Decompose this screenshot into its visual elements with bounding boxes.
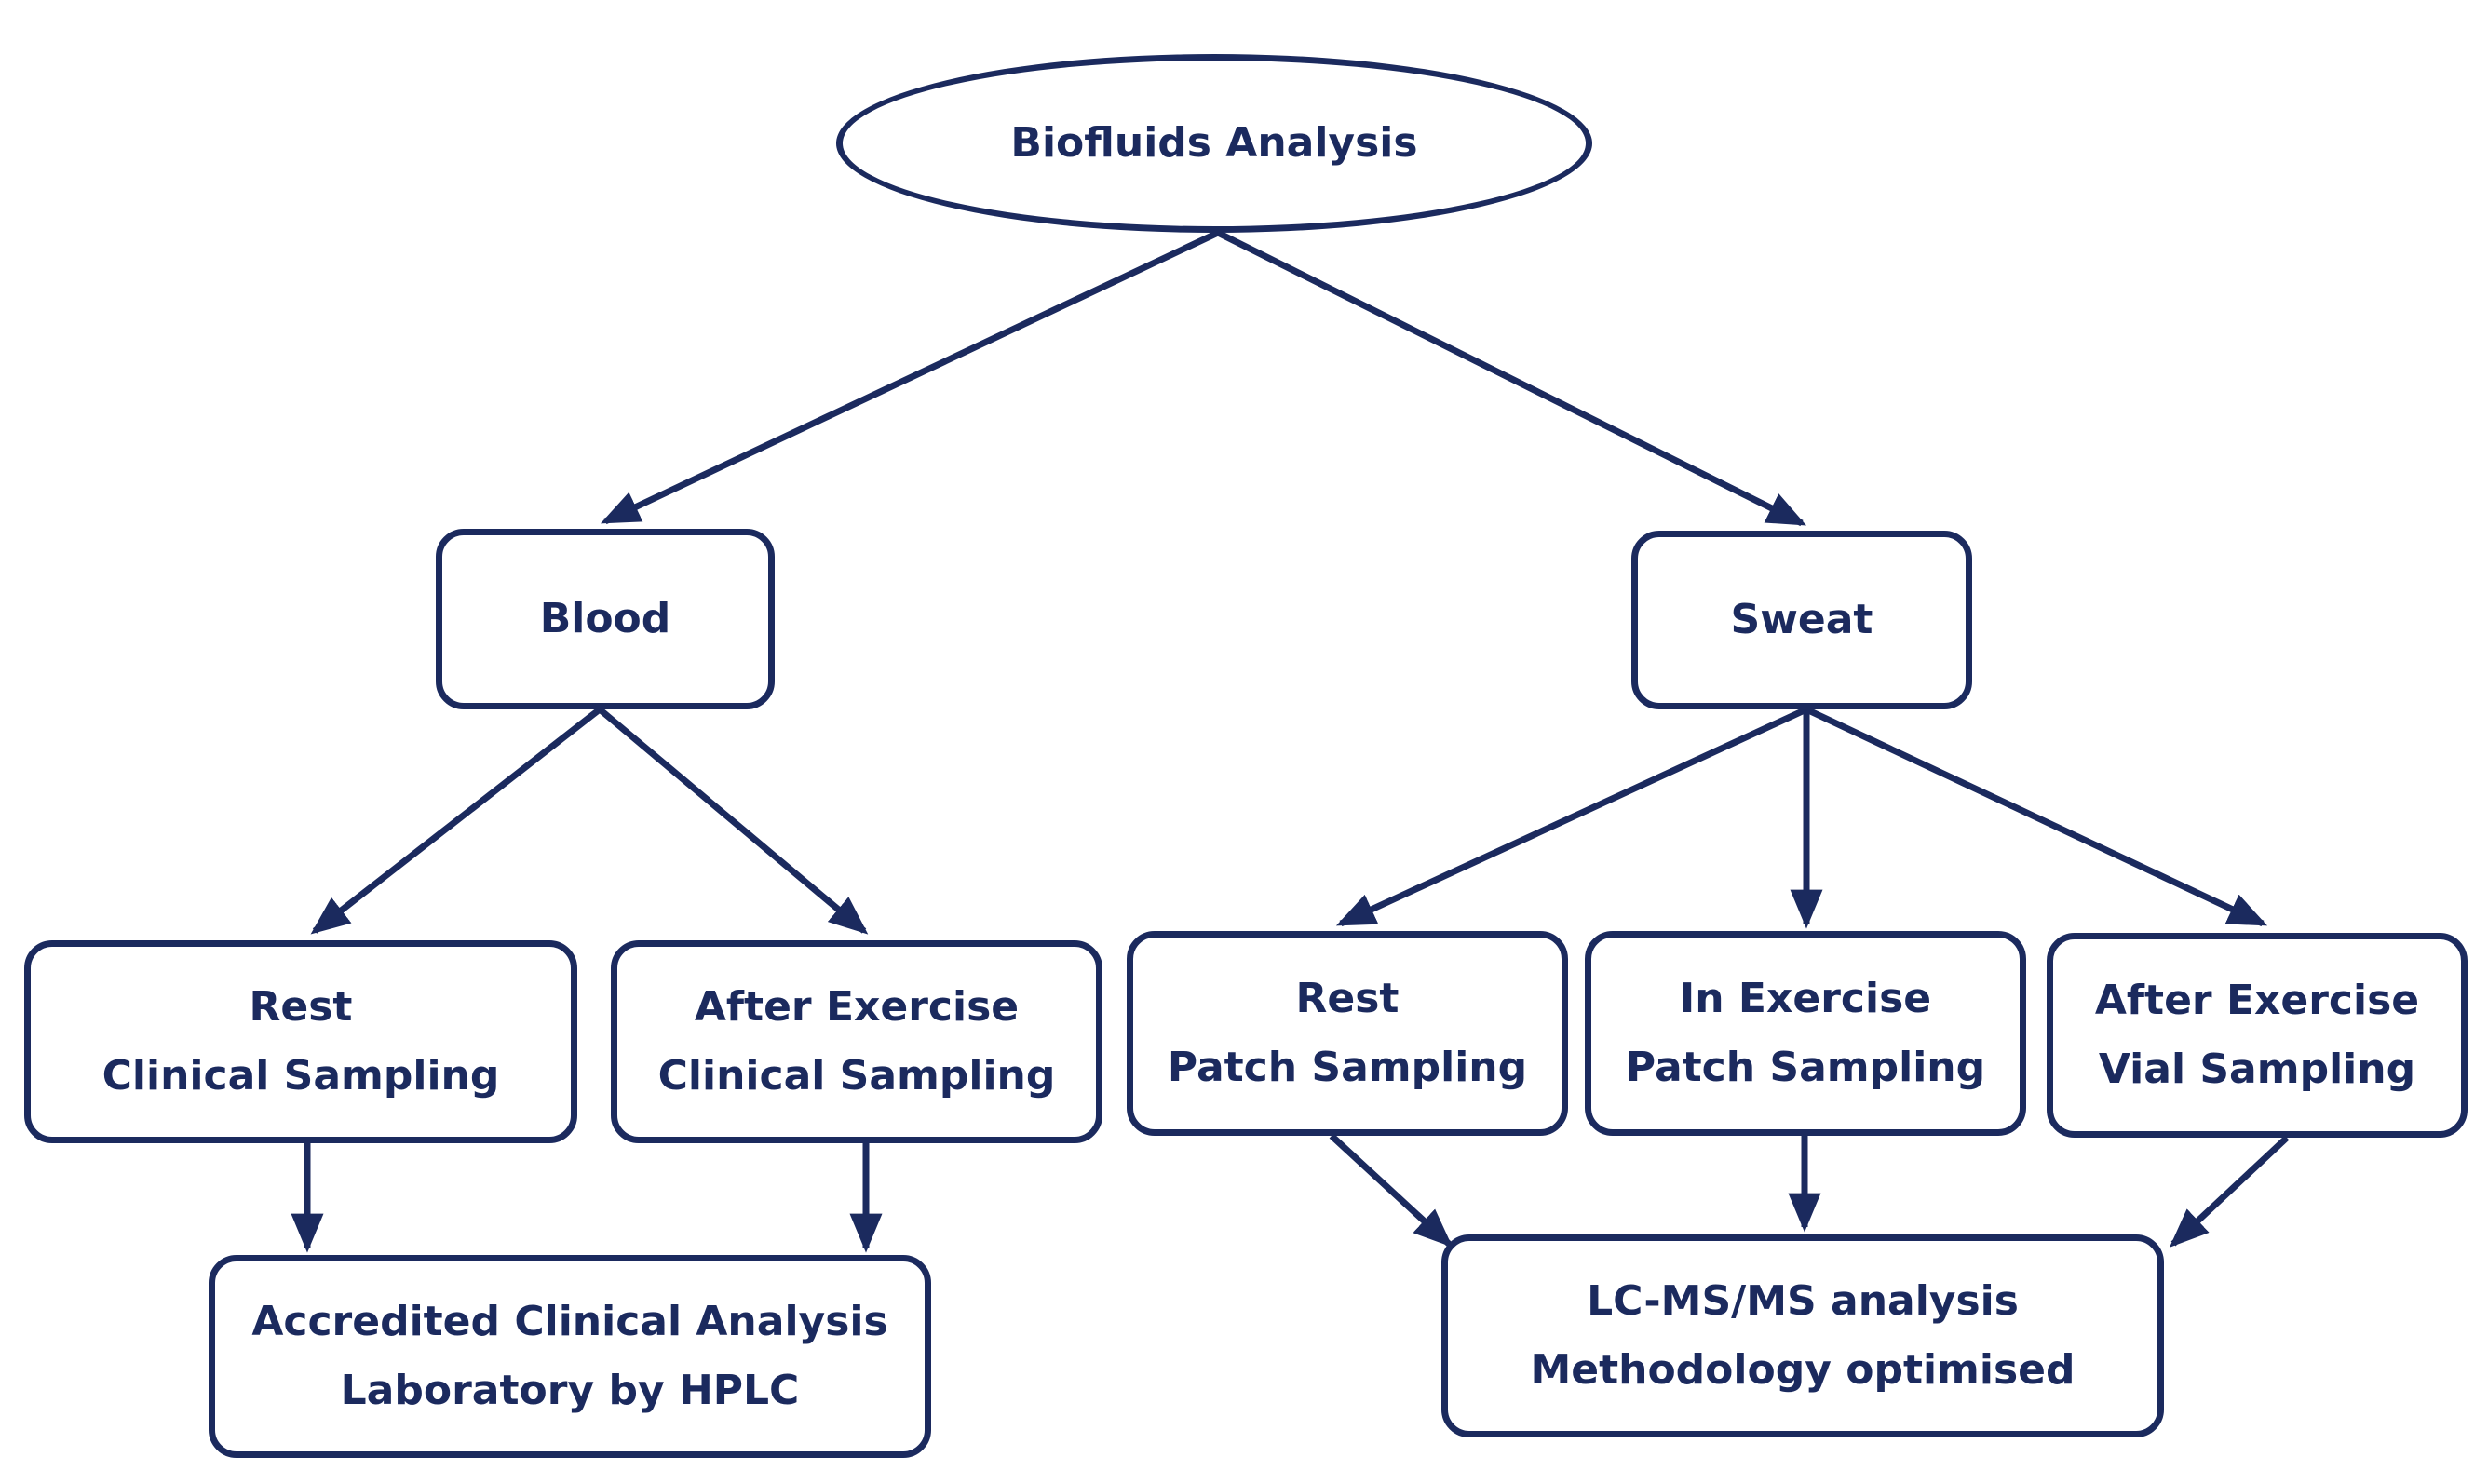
node-label-line-1: Accredited Clinical Analysis [251, 1298, 888, 1345]
node-label-line-1: After Exercise [2094, 977, 2420, 1024]
node-label-line-2: Clinical Sampling [101, 1052, 500, 1100]
node-label: Sweat [1730, 596, 1873, 643]
node-label-line-2: Laboratory by HPLC [340, 1367, 800, 1414]
arrow-root-to-blood [600, 229, 1220, 525]
node-label: Blood [539, 595, 671, 642]
sweat-after-exercise-vial-sampling-node: After Exercise Vial Sampling [2047, 933, 2468, 1138]
biofluids-analysis-node: Biofluids Analysis [836, 54, 1592, 233]
node-label-line-1: In Exercise [1679, 975, 1932, 1022]
arrow-root-to-sweat [1216, 229, 1807, 527]
node-label-line-1: After Exercise [694, 983, 1020, 1031]
node-label-line-1: Rest [1295, 975, 1400, 1022]
node-label-line-1: LC-MS/MS analysis [1587, 1277, 2019, 1325]
blood-rest-clinical-sampling-node: Rest Clinical Sampling [24, 940, 577, 1143]
node-label-line-2: Patch Sampling [1625, 1044, 1986, 1091]
sweat-node: Sweat [1631, 531, 1972, 709]
node-label-line-2: Vial Sampling [2098, 1046, 2416, 1093]
node-label-line-2: Methodology optimised [1530, 1346, 2076, 1394]
sweat-rest-patch-sampling-node: Rest Patch Sampling [1127, 931, 1568, 1136]
node-label-line-2: Clinical Sampling [657, 1052, 1056, 1100]
blood-node: Blood [436, 529, 775, 709]
arrow-sweat-rest-to-sweat-lab [1329, 1133, 1454, 1248]
arrow-sweat-after-to-sweat-lab [2169, 1135, 2290, 1248]
blood-after-exercise-clinical-sampling-node: After Exercise Clinical Sampling [611, 940, 1102, 1143]
node-label-line-2: Patch Sampling [1167, 1044, 1528, 1091]
arrow-blood-to-blood-after [597, 707, 869, 935]
sweat-in-exercise-patch-sampling-node: In Exercise Patch Sampling [1585, 931, 2026, 1136]
lc-ms-ms-analysis-node: LC-MS/MS analysis Methodology optimised [1441, 1234, 2164, 1437]
node-label: Biofluids Analysis [1010, 119, 1418, 167]
arrow-sweat-to-sweat-after [1805, 706, 2268, 927]
accredited-clinical-lab-hplc-node: Accredited Clinical Analysis Laboratory … [209, 1255, 931, 1458]
arrow-sweat-to-sweat-rest [1335, 706, 1808, 927]
arrow-blood-to-blood-rest [310, 707, 602, 935]
node-label-line-1: Rest [249, 983, 353, 1031]
